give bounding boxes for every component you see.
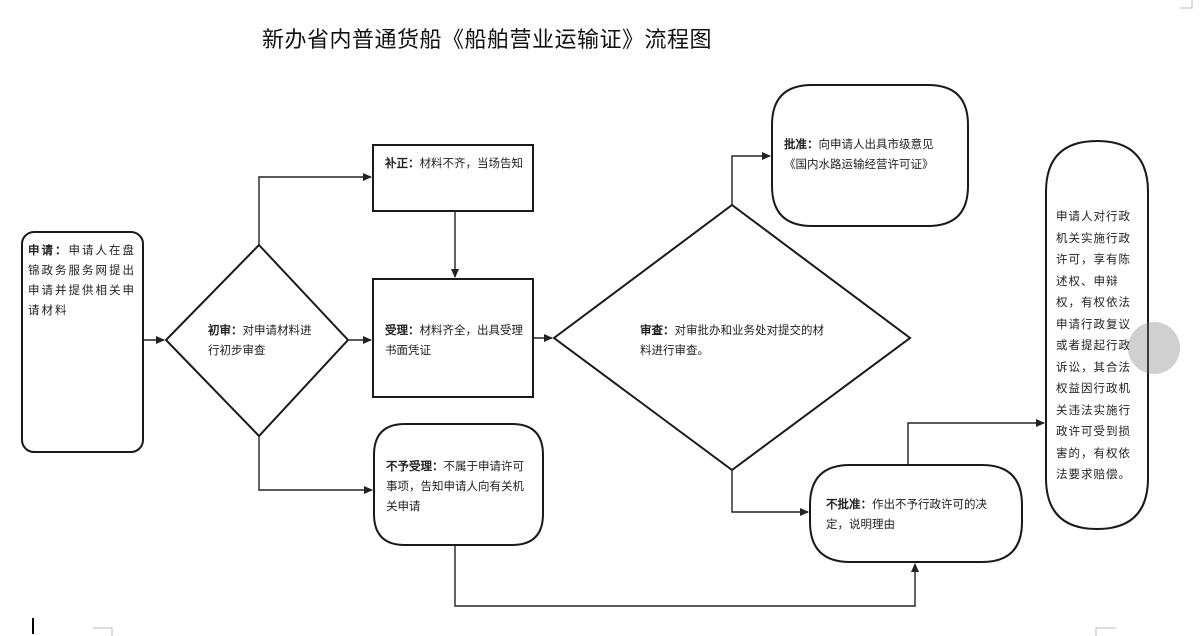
page-corner-top-right: [1180, 0, 1193, 9]
approve-box: [771, 84, 969, 227]
accept-text: 受理：材料齐全，出具受理书面凭证: [385, 323, 523, 357]
apply-box: [21, 231, 144, 453]
approve-text: 批准：向申请人出具市级意见《国内水路运输经营许可证》: [784, 137, 934, 171]
page-corner-bottom-left: [93, 627, 113, 636]
initial-text: 初审：对申请材料进行初步审查: [208, 323, 312, 357]
rights-text: 申请人对行政机关实施行政许可，享有陈述权、申辩权，有权依法申请行政复议或者提起行…: [1056, 209, 1131, 481]
reject-accept-text: 不予受理：不属于申请许可事项，告知申请人向有关机关申请: [386, 459, 524, 513]
arrow-initial-reject: [258, 436, 373, 494]
page-corner-bottom-right: [1095, 627, 1116, 636]
page-title: 新办省内普通货船《船舶营业运输证》流程图: [262, 28, 713, 53]
arrow-initial-supplement: [258, 173, 372, 245]
arrow-review-approve: [731, 152, 771, 205]
accept-box: [372, 278, 534, 398]
deny-box: [809, 464, 1023, 563]
deny-text: 不批准：作出不予行政许可的决定，说明理由: [826, 497, 987, 531]
apply-text: 申请：申请人在盘锦政务服务网提出申请并提供相关申请材料: [28, 243, 136, 317]
rights-box: [1045, 139, 1149, 531]
arrow-reject-deny: [454, 545, 919, 607]
review-text: 审查：对审批办和业务处对提交的材料进行审查。: [640, 323, 824, 357]
supplement-text: 补正：材料不齐，当场告知: [385, 156, 523, 170]
arrow-review-deny: [731, 470, 809, 516]
reject-accept-box: [373, 423, 544, 546]
supplement-box: [372, 144, 534, 212]
arrow-deny-rights: [907, 419, 1045, 465]
text-cursor: [32, 618, 34, 634]
scroll-indicator[interactable]: [1128, 322, 1180, 374]
